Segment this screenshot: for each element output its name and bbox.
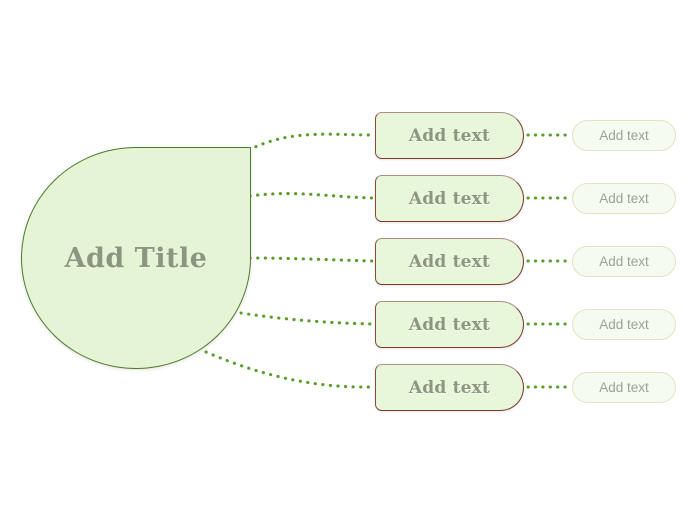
branch-secondary-label-4: Add text bbox=[599, 317, 649, 332]
branch-secondary-label-1: Add text bbox=[599, 128, 649, 143]
branch-primary-label-5: Add text bbox=[408, 377, 491, 398]
connector-curve-1 bbox=[247, 132, 374, 152]
branch-primary-label-1: Add text bbox=[408, 125, 491, 146]
branch-primary-label-3: Add text bbox=[408, 251, 491, 272]
teardrop-shape bbox=[21, 147, 251, 369]
branch-secondary-label-3: Add text bbox=[599, 254, 649, 269]
branch-secondary-1[interactable]: Add text bbox=[572, 120, 676, 151]
connector-curve-3 bbox=[248, 256, 374, 263]
branch-primary-label-2: Add text bbox=[408, 188, 491, 209]
branch-secondary-5[interactable]: Add text bbox=[572, 372, 676, 403]
branch-secondary-4[interactable]: Add text bbox=[572, 309, 676, 340]
connector-curve-4 bbox=[239, 311, 374, 326]
branch-secondary-label-2: Add text bbox=[599, 191, 649, 206]
branch-primary-5[interactable]: Add text bbox=[375, 364, 524, 411]
branch-primary-4[interactable]: Add text bbox=[375, 301, 524, 348]
center-node[interactable]: Add Title bbox=[21, 147, 251, 369]
branch-primary-label-4: Add text bbox=[408, 314, 491, 335]
branch-primary-1[interactable]: Add text bbox=[375, 112, 524, 159]
branch-secondary-3[interactable]: Add text bbox=[572, 246, 676, 277]
branch-secondary-label-5: Add text bbox=[599, 380, 649, 395]
center-title: Add Title bbox=[64, 242, 208, 274]
branch-primary-3[interactable]: Add text bbox=[375, 238, 524, 285]
branch-secondary-2[interactable]: Add text bbox=[572, 183, 676, 214]
branch-primary-2[interactable]: Add text bbox=[375, 175, 524, 222]
connector-curve-2 bbox=[248, 192, 374, 200]
